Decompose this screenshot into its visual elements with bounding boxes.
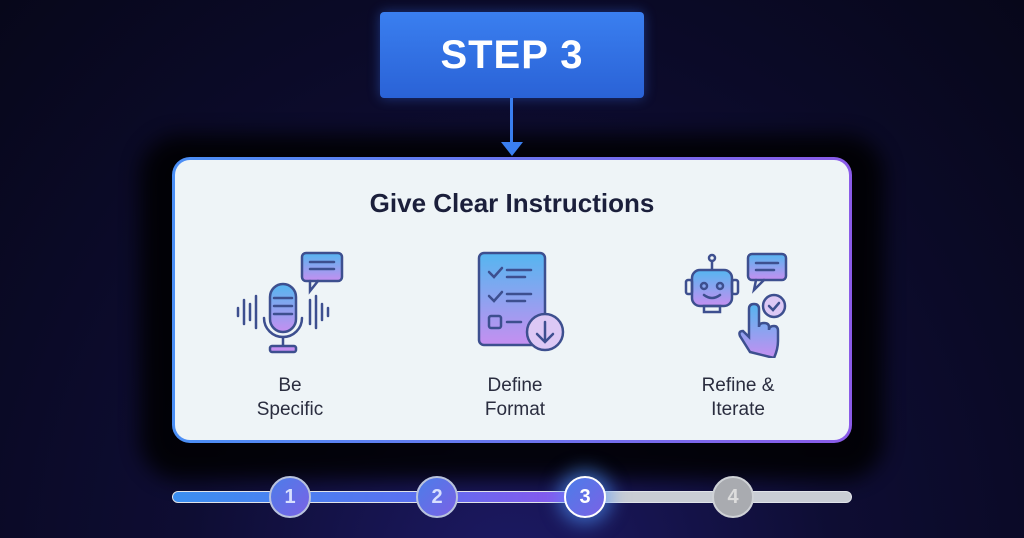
item-label-line1: Be [278,375,302,396]
step-badge: STEP 3 [380,12,644,98]
progress-step-3[interactable]: 3 [564,476,606,518]
progress-fill [173,492,580,502]
microphone-chat-icon [236,251,344,354]
item-label-line1: Refine & [701,375,775,396]
item-label-line2: Specific [256,399,324,420]
progress-step-2[interactable]: 2 [416,476,458,518]
item-label-line2: Iterate [711,399,765,420]
arrow-head-icon [501,142,523,156]
connector-arrow [510,98,513,146]
card-title: Give Clear Instructions [369,188,655,218]
checklist-download-icon [477,251,565,352]
item-refine-iterate: Refine & Iterate [648,248,828,422]
progress-bar [172,491,852,503]
progress-step-1[interactable]: 1 [269,476,311,518]
item-label-line1: Define [487,375,543,396]
item-label-line2: Format [484,399,546,420]
robot-hand-check-icon [684,252,788,358]
progress-step-4[interactable]: 4 [712,476,754,518]
